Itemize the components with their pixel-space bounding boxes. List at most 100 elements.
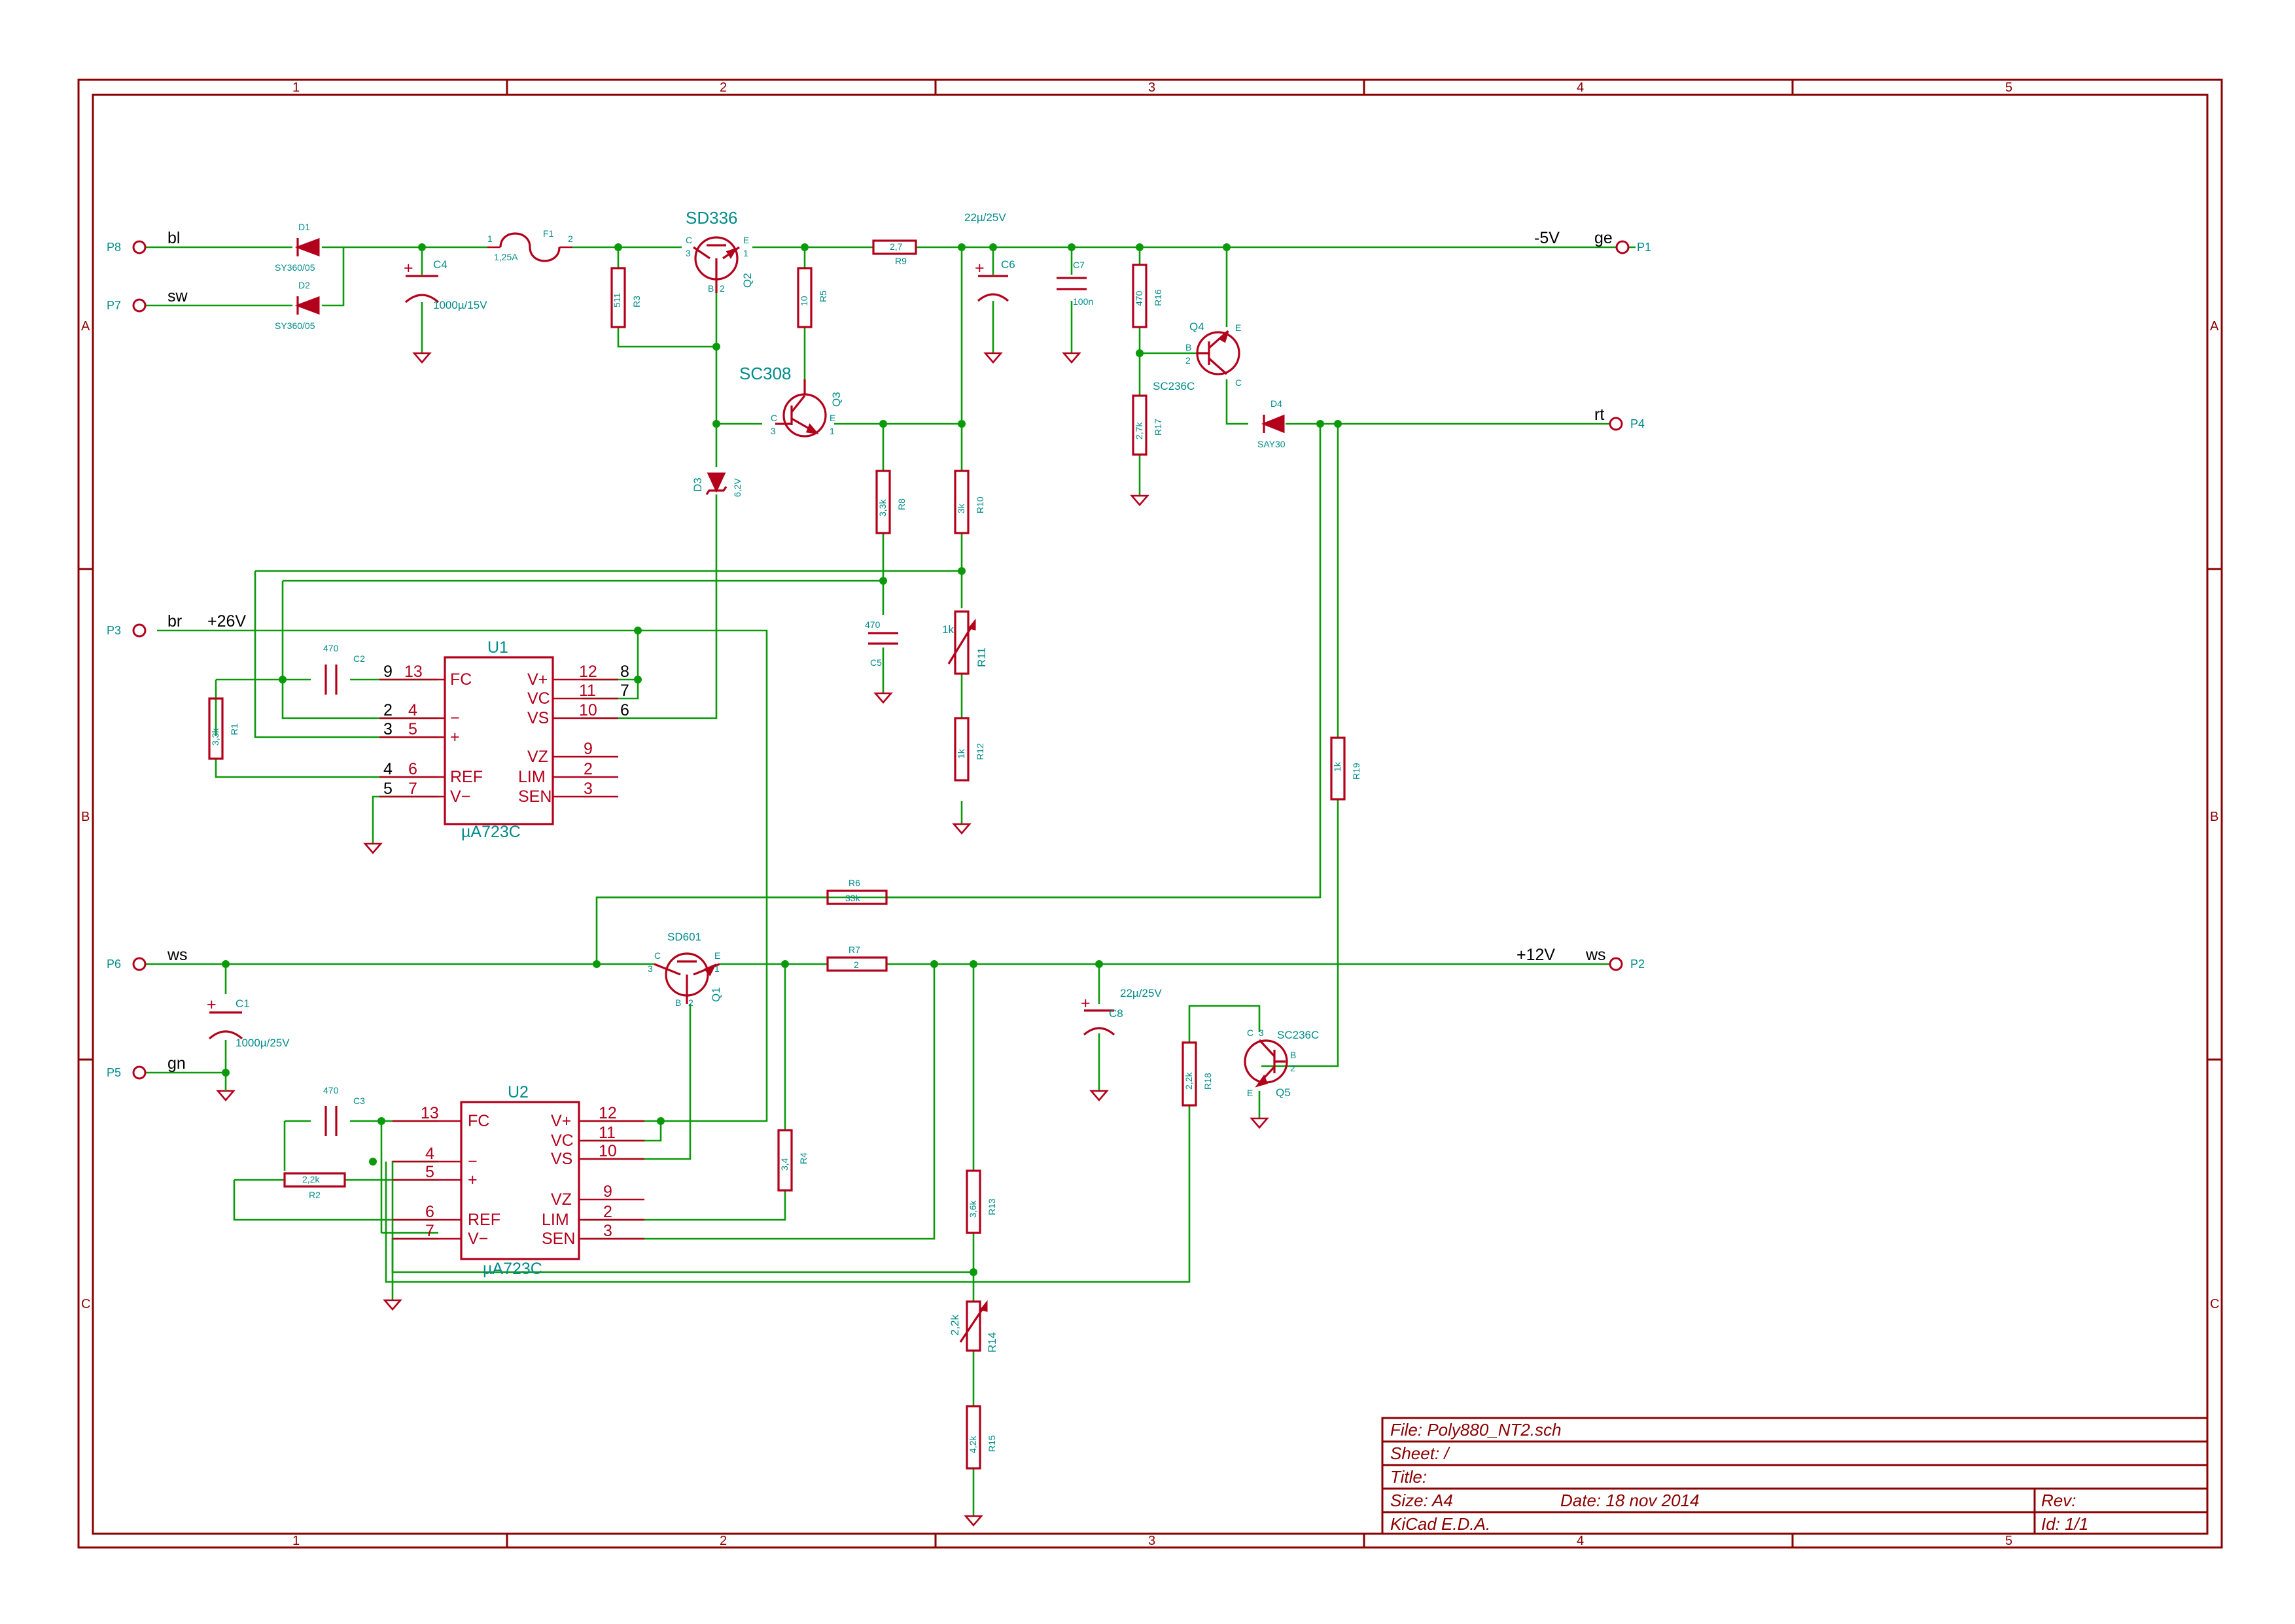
u2-label-ref: REF	[468, 1211, 500, 1229]
u1-label-vs: VS	[527, 709, 549, 727]
rail-label-12v: +12V	[1516, 946, 1555, 964]
junctions	[222, 243, 1342, 1276]
port-p7[interactable]: P7 sw	[107, 287, 188, 313]
r2-value: 2,2k	[302, 1174, 320, 1184]
grid-row-a-left: A	[81, 319, 90, 334]
rail-label-minus-5v: -5V	[1534, 229, 1560, 247]
q4-pin-c: C	[1235, 377, 1242, 388]
r5-ref: R5	[818, 290, 828, 302]
resistor-r5: 10 R5	[797, 267, 828, 328]
svg-text:+: +	[1081, 994, 1091, 1012]
u1-outer-8: 8	[620, 663, 629, 681]
u1-outer-5: 5	[383, 780, 393, 798]
r17-ref: R17	[1153, 419, 1163, 436]
r6-value: 33k	[845, 893, 861, 903]
q5-pin-e: E	[1247, 1088, 1253, 1098]
diode-d4: D4 SAY30	[1257, 398, 1286, 449]
q1-pin-3: 3	[648, 963, 653, 974]
q1-pin-b: B	[675, 997, 681, 1008]
r16-value: 470	[1134, 290, 1144, 306]
q1-pin-1: 1	[714, 963, 720, 974]
r13-value: 3,6k	[968, 1200, 978, 1218]
u2-pin-6: 6	[425, 1203, 434, 1221]
port-p8[interactable]: P8 bl	[107, 229, 180, 254]
ground-icon-c7	[1062, 352, 1081, 364]
c5-ref: C5	[870, 657, 882, 668]
u1-pin-10: 10	[579, 701, 597, 719]
r1-ref: R1	[229, 723, 239, 735]
c1-value: 1000µ/25V	[236, 1037, 290, 1049]
grid-row-b-left: B	[81, 810, 90, 824]
ports: P8 bl P7 sw P3 br +26V P6 ws P5 gn P1 ge	[107, 229, 1651, 1080]
q4-value: SC236C	[1153, 380, 1195, 392]
q2-value: SD336	[686, 208, 738, 228]
u1-outer-9: 9	[383, 663, 393, 681]
q4-pin-b: B	[1185, 342, 1191, 353]
f1-value: 1,25A	[494, 252, 518, 262]
q3-pin-3: 3	[771, 426, 776, 436]
u2-label-vc: VC	[551, 1132, 574, 1150]
r18-value: 2,2k	[1183, 1072, 1194, 1090]
grid-row-c-right: C	[2210, 1297, 2219, 1311]
rail-label-26v: +26V	[207, 612, 246, 631]
grid-col-1-top: 1	[292, 80, 300, 95]
title-block-sheet: Sheet: /	[1390, 1443, 1450, 1463]
d2-ref: D2	[298, 280, 310, 290]
u1-pin-13: 13	[404, 663, 423, 681]
r15-ref: R15	[987, 1435, 997, 1452]
q2-pin-2: 2	[720, 283, 725, 294]
d4-ref: D4	[1270, 398, 1282, 409]
u1-label-fc: FC	[450, 670, 472, 689]
resistor-r7: R7 2	[826, 944, 888, 972]
q2-pin-c: C	[686, 235, 692, 245]
svg-text:+: +	[207, 995, 217, 1014]
grid-col-2-bottom: 2	[720, 1534, 727, 1548]
port-p3[interactable]: P3 br +26V	[107, 612, 246, 638]
ic-u1: U1 µA723C FC − + REF V− V+ VC VS VZ LIM …	[379, 638, 629, 841]
c7-ref: C7	[1073, 260, 1085, 270]
port-p7-ref: P7	[107, 299, 121, 312]
q2-pin-1: 1	[743, 248, 748, 258]
port-p1[interactable]: P1 ge -5V	[1534, 229, 1651, 254]
q4-ref: Q4	[1189, 320, 1204, 333]
svg-text:+: +	[404, 259, 413, 277]
r8-ref: R8	[896, 498, 907, 510]
u2-value: µA723C	[483, 1260, 542, 1278]
f1-ref: F1	[543, 228, 554, 239]
transistor-q3: SC308 Q3 C 3 E 1	[739, 364, 843, 438]
u2-label-vz: VZ	[551, 1190, 572, 1209]
r11-value: 1k	[942, 623, 954, 636]
q1-pin-c: C	[654, 950, 661, 961]
title-block-file: File: Poly880_NT2.sch	[1390, 1420, 1562, 1440]
u1-label-plus: +	[450, 728, 460, 746]
q5-value: SC236C	[1277, 1029, 1319, 1041]
port-p4[interactable]: P4 rt	[1594, 406, 1645, 431]
r3-ref: R3	[631, 296, 642, 307]
diode-d1: D1 SY360/05	[275, 222, 320, 273]
r6-ref: R6	[849, 878, 860, 888]
u2-pin-13: 13	[421, 1104, 439, 1122]
u2-pin-10: 10	[599, 1142, 617, 1160]
u1-pin-9: 9	[584, 740, 593, 758]
grid-row-c-left: C	[81, 1297, 90, 1311]
resistor-r12: 1k R12	[954, 717, 985, 782]
u1-pin-2: 2	[584, 760, 593, 778]
port-p2[interactable]: P2 ws +12V	[1516, 946, 1645, 971]
d3-ref: D3	[692, 477, 704, 492]
u1-pin-4: 4	[408, 701, 417, 719]
u1-label-vminus: V−	[450, 787, 470, 806]
title-block-tool: KiCad E.D.A.	[1390, 1514, 1490, 1534]
port-p6[interactable]: P6 ws	[107, 946, 188, 971]
port-p5[interactable]: P5 gn	[107, 1054, 186, 1080]
ground-icon-c6	[983, 352, 1003, 364]
capacitor-c2: 470 C2	[323, 643, 365, 695]
port-p3-ref: P3	[107, 624, 121, 637]
q1-value: SD601	[667, 931, 701, 943]
resistor-r19: 1k R19	[1330, 736, 1361, 801]
u1-pin-6: 6	[408, 760, 417, 778]
d2-value: SY360/05	[275, 320, 315, 331]
q5-pin-2: 2	[1290, 1063, 1295, 1073]
resistor-r3: 511 R3	[610, 267, 642, 328]
title-block-date: Date: 18 nov 2014	[1560, 1491, 1700, 1510]
r13-ref: R13	[987, 1198, 997, 1215]
